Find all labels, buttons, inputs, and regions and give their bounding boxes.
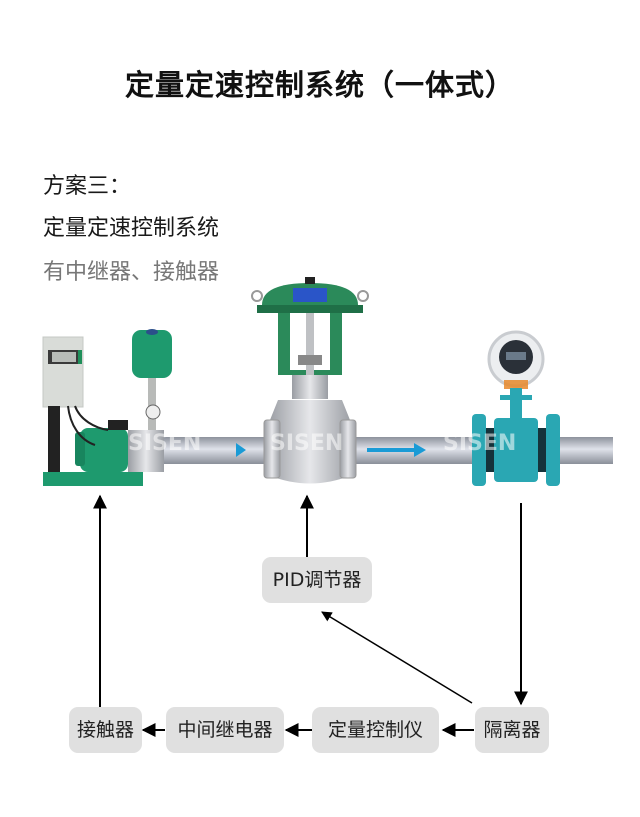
watermark-logo: SISEN SISEN SISEN xyxy=(128,431,516,456)
scheme-label: 方案三： xyxy=(43,174,132,199)
connector-arrows xyxy=(93,494,528,737)
control-valve-icon xyxy=(251,277,369,484)
contactor-node: 接触器 xyxy=(69,707,142,753)
flow-arrow-icon xyxy=(236,443,246,457)
flowmeter-icon xyxy=(472,330,560,486)
svg-text:SISEN: SISEN xyxy=(443,431,516,456)
svg-text:SISEN: SISEN xyxy=(270,431,343,456)
page-title: 定量定速控制系统（一体式） xyxy=(124,68,515,102)
quantity-controller-node: 定量控制仪 xyxy=(312,707,439,753)
pid-controller-node: PID调节器 xyxy=(262,557,372,603)
flow-arrow-icon xyxy=(367,443,426,457)
isolator-node: 隔离器 xyxy=(475,707,549,753)
relay-node: 中间继电器 xyxy=(166,707,284,753)
pump-icon xyxy=(42,329,172,486)
scheme-name: 定量定速控制系统 xyxy=(43,216,220,241)
svg-text:SISEN: SISEN xyxy=(128,431,201,456)
scheme-note: 有中继器、接触器 xyxy=(43,260,220,285)
arrow-isolator-to-pid xyxy=(321,611,473,704)
